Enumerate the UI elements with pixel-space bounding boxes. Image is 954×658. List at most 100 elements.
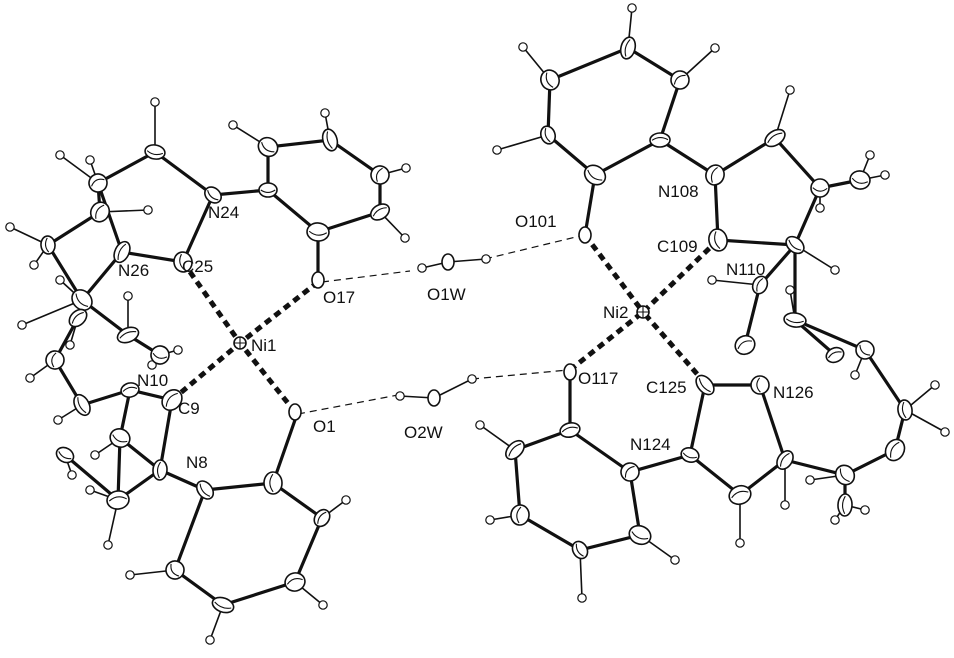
atom-ellipsoid <box>776 450 794 470</box>
label-o101: O101 <box>515 212 557 231</box>
bond <box>45 210 124 303</box>
hydrogen-atom <box>785 85 795 95</box>
hydrogen-atom <box>850 370 860 380</box>
o2w-o117-hbond <box>471 369 569 380</box>
atom-ellipsoid <box>810 178 830 198</box>
hydrogen-atom <box>860 505 870 515</box>
oxygen-atom <box>427 389 441 407</box>
hydrogen-atom <box>29 260 39 270</box>
atom-ellipsoid <box>55 446 75 464</box>
atom-ellipsoid <box>45 350 65 370</box>
oxygen-atom <box>441 253 455 271</box>
hydrogen-atom <box>53 415 63 425</box>
label-o2w: O2W <box>404 423 443 442</box>
atom-ellipsoid <box>313 508 331 528</box>
hydrogen-atom <box>780 500 790 510</box>
ni2-c109-bond <box>641 238 720 314</box>
hydrogen-atom <box>475 420 485 430</box>
atom-ellipsoid <box>150 345 170 365</box>
atom-ellipsoid <box>161 389 183 411</box>
hydrogen-atom <box>805 475 815 485</box>
atom-ellipsoid <box>705 164 725 186</box>
bond <box>80 298 162 357</box>
hydrogen-atom <box>85 485 95 495</box>
hydrogen-atom <box>830 515 840 525</box>
atom-ellipsoid <box>728 484 752 506</box>
label-n110: N110 <box>726 260 765 279</box>
atom-ellipsoid <box>173 251 193 273</box>
atom-ellipsoid <box>708 228 728 252</box>
ni2-atom <box>636 305 650 319</box>
bond <box>658 138 717 177</box>
hydrogen-atom <box>341 495 351 505</box>
ni1-c25-bond <box>180 260 243 345</box>
hydrogen-atom <box>125 570 135 580</box>
hydrogen-atom <box>17 320 27 330</box>
atom-ellipsoid <box>751 275 769 295</box>
hydrogen-atom <box>627 3 637 13</box>
bond <box>793 243 907 452</box>
atom-ellipsoid <box>40 235 56 255</box>
coordination-bonds <box>170 233 720 414</box>
atom-ellipsoid <box>165 560 185 580</box>
label-o17: O17 <box>323 288 355 307</box>
label-n24: N24 <box>208 203 239 222</box>
label-n126: N126 <box>773 383 814 402</box>
atom-ellipsoid <box>113 240 131 264</box>
oxygen-atom <box>288 403 302 421</box>
hydrogen-atom <box>707 275 717 285</box>
hydrogen-atom <box>55 150 65 160</box>
atom-ellipsoid <box>734 334 756 356</box>
label-ni2: Ni2 <box>603 303 629 322</box>
oxygen-atom <box>311 271 325 289</box>
atom-ellipsoid <box>505 439 525 461</box>
bond <box>583 173 597 237</box>
hydrogen-atom <box>25 373 35 383</box>
label-n10: N10 <box>137 371 168 390</box>
ni1-c9-bond <box>170 341 242 402</box>
atom-ellipsoid <box>211 596 235 614</box>
hydrogen-atom <box>467 374 477 384</box>
bond <box>53 316 132 407</box>
hydrogen-atom <box>123 291 133 301</box>
atom-ellipsoid <box>370 165 390 185</box>
atom-ellipsoid <box>263 471 283 495</box>
bond <box>63 453 120 502</box>
hydrogen-atom <box>103 540 113 550</box>
hydrogen-atom <box>865 150 875 160</box>
label-c9: C9 <box>178 399 200 418</box>
hydrogen-atom <box>318 600 328 610</box>
atom-ellipsoid <box>257 136 279 158</box>
o1-o2w-hbond <box>297 394 399 415</box>
hydrogen-atom <box>481 254 491 264</box>
atom-ellipsoid <box>73 393 91 417</box>
atom-ellipsoid <box>106 490 130 510</box>
atom-ellipsoid <box>116 326 140 344</box>
hydrogen-atom <box>710 43 720 53</box>
h-bond-line <box>496 134 549 151</box>
atom-ellipsoid <box>258 182 278 198</box>
atom-ellipsoid <box>284 572 306 592</box>
atom-ellipsoid <box>620 462 640 482</box>
hydrogen-atom <box>143 205 153 215</box>
atom-ellipsoid <box>71 289 93 311</box>
ni1-o1-bond <box>238 341 297 414</box>
hydrogen-bonds <box>297 235 581 415</box>
hydrogen-atom <box>417 263 427 273</box>
hydrogen-atom <box>577 593 587 603</box>
bond <box>628 453 692 474</box>
ni2-o101-bond <box>583 233 645 314</box>
atom-ellipsoid <box>204 186 222 204</box>
bond <box>96 150 215 264</box>
atom-ellipsoid <box>109 428 131 448</box>
label-n108: N108 <box>658 182 699 201</box>
hydrogen-atom <box>228 120 238 130</box>
atom-ellipsoid <box>306 222 330 242</box>
atom-ellipsoid <box>120 382 140 398</box>
label-c109: C109 <box>657 237 698 256</box>
atom-ellipsoid <box>540 69 560 91</box>
bond <box>688 383 787 498</box>
atom-ellipsoid <box>849 170 871 190</box>
atom-ellipsoid <box>89 201 111 223</box>
ni1-o17-bond <box>238 280 320 345</box>
